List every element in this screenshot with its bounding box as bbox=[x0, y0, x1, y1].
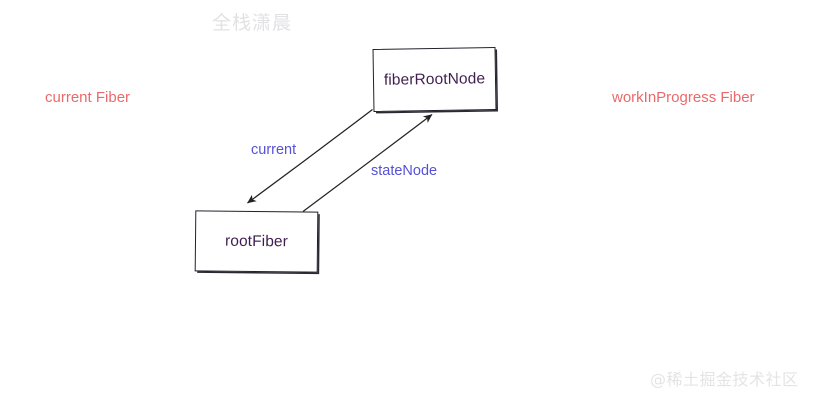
node-root-fiber[interactable]: rootFiber bbox=[194, 210, 319, 273]
node-root-fiber-label: rootFiber bbox=[224, 232, 289, 250]
side-label-current-fiber: current Fiber bbox=[45, 89, 131, 106]
node-fiber-root-node-label: fiberRootNode bbox=[383, 69, 486, 89]
edge-current[interactable] bbox=[247, 109, 373, 204]
watermark-bottom: @稀土掘金技术社区 bbox=[650, 370, 799, 389]
edge-label-state-node: stateNode bbox=[371, 163, 438, 179]
edge-current-line bbox=[247, 109, 373, 204]
watermark-top: 全栈潇晨 bbox=[212, 12, 293, 34]
edge-statenode[interactable] bbox=[302, 114, 433, 213]
node-fiber-root-node[interactable]: fiberRootNode bbox=[372, 47, 497, 112]
edge-label-current: current bbox=[251, 142, 297, 158]
edge-statenode-line bbox=[302, 114, 433, 213]
side-label-workinprogress-fiber: workInProgress Fiber bbox=[612, 89, 755, 106]
